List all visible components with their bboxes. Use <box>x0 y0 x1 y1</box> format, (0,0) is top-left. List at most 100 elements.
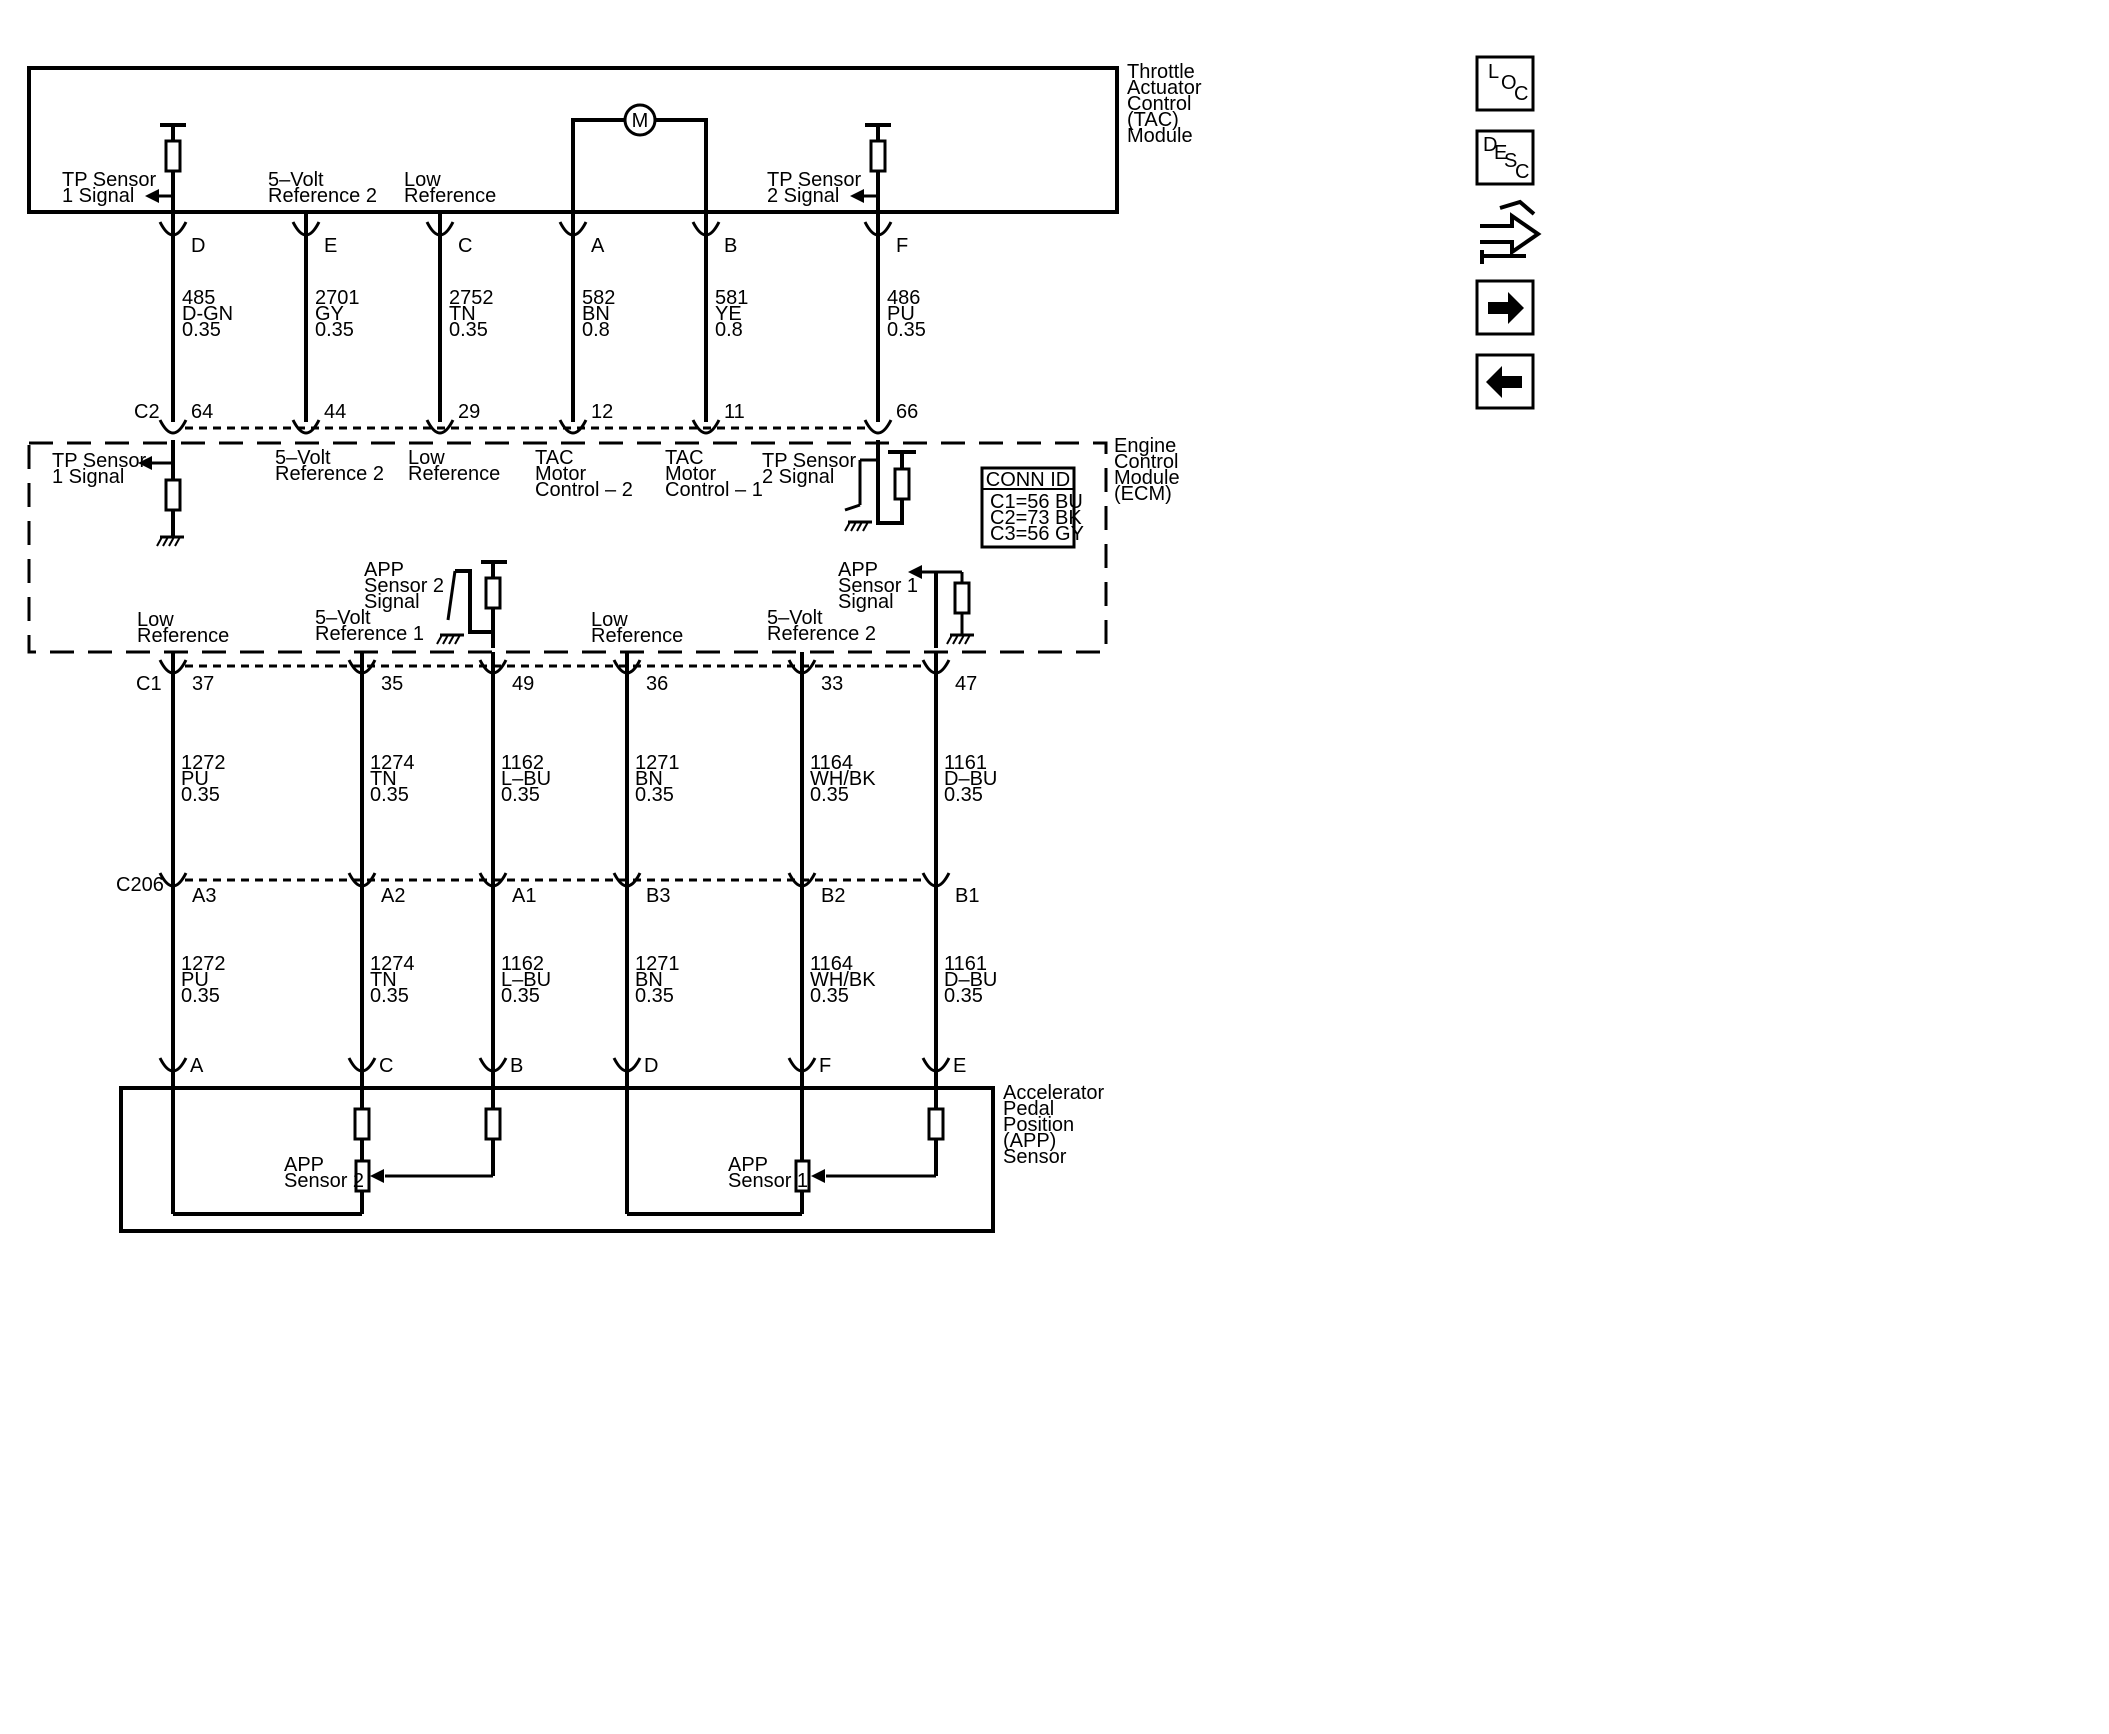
ecm-tac-motor-2-label: Control – 2 <box>535 479 633 501</box>
lower-wire-lower-label-4: 0.35 <box>810 985 849 1007</box>
c1-pin-33: 33 <box>821 673 843 695</box>
next-arrow-icon[interactable] <box>1475 279 1535 336</box>
motor-label: M <box>632 110 649 132</box>
ecm-tac-motor-1-label: Control – 1 <box>665 479 763 501</box>
upper-wire-label-0: D-GN <box>182 303 233 325</box>
upper-wire-label-5: 486 <box>887 287 920 309</box>
lower-wire-lower-label-0: PU <box>181 969 209 991</box>
c2-pin-66: 66 <box>896 401 918 423</box>
c1-pin-49: 49 <box>512 673 534 695</box>
conn-id-title: CONN ID <box>986 469 1070 491</box>
ecm-tac-motor-2-label: Motor <box>535 463 586 485</box>
ref-5v-2-label: Reference 2 <box>268 185 377 207</box>
upper-wire-label-5: 0.35 <box>887 319 926 341</box>
lower-wire-lower-label-3: 1271 <box>635 953 680 975</box>
tac-module-label: Throttle <box>1127 61 1195 83</box>
conn-id-row: C2=73 BK <box>990 507 1082 529</box>
lower-wire-upper-label-4: 1164 <box>810 752 853 774</box>
ecm-module-label: Control <box>1114 451 1178 473</box>
motor-wire-b <box>655 118 708 212</box>
ecm-tac-motor-1-label: Motor <box>665 463 716 485</box>
ecm-ref-5v-2-label: Reference 2 <box>275 463 384 485</box>
c206-pin-terminal <box>787 872 817 888</box>
app-sensor-1-label: APP <box>728 1154 768 1176</box>
tp-sensor-2-label: 2 Signal <box>767 185 839 207</box>
motor-wire-a <box>571 118 625 212</box>
ecm-low-reference-label: Reference <box>408 463 500 485</box>
ecm-ref-5v-2-label: 5–Volt <box>275 447 331 469</box>
tac-pin-C: C <box>458 235 472 257</box>
tac-pin-A: A <box>591 235 605 257</box>
svg-text:C: C <box>1515 161 1529 183</box>
back-arrow-icon[interactable] <box>1475 353 1535 410</box>
lower-wire-upper-label-5: 1161 <box>944 752 987 774</box>
ecm-module-box <box>27 441 1108 654</box>
tac-module-label: Control <box>1127 93 1191 115</box>
tac-module-label: Actuator <box>1127 77 1202 99</box>
c1-pin-35: 35 <box>381 673 403 695</box>
tp-tp1-signal-arrow <box>145 189 159 203</box>
lower-wire-upper-label-5: D–BU <box>944 768 997 790</box>
upper-wire-label-1: 0.35 <box>315 319 354 341</box>
tp-sensor-1-label: TP Sensor <box>62 169 156 191</box>
c2-pin-29: 29 <box>458 401 480 423</box>
svg-text:L: L <box>1488 61 1499 83</box>
app-sensor-module-label: Pedal <box>1003 1098 1054 1120</box>
c2-pin-terminal <box>863 419 893 435</box>
app-sensor-2-label: Sensor 2 <box>284 1170 364 1192</box>
svg-text:D: D <box>1483 134 1497 156</box>
c2-pin-44: 44 <box>324 401 346 423</box>
app-pin-terminal <box>921 1057 951 1073</box>
tp-tp2-signal-arrow <box>850 189 864 203</box>
lower-wire-upper-label-3: 0.35 <box>635 784 674 806</box>
lower-wire-upper-label-0: PU <box>181 768 209 790</box>
lower-wire-upper-label-1: 1274 <box>370 752 415 774</box>
app-pin-terminal <box>787 1057 817 1073</box>
lower-wire-lower-label-1: 0.35 <box>370 985 409 1007</box>
ecm-tp2-ground-icon <box>844 520 872 532</box>
c2-pin-terminal <box>158 419 188 435</box>
lower-wire-upper-label-4: WH/BK <box>810 768 876 790</box>
ecm-module-label: (ECM) <box>1114 483 1172 505</box>
ecm-tp-sensor-1-label: TP Sensor <box>52 450 146 472</box>
conn-id-row: C1=56 BU <box>990 491 1083 513</box>
c206-pin-B2: B2 <box>821 885 845 907</box>
ecm-app-sensor-1-label: Signal <box>838 591 894 613</box>
upper-wire-label-4: YE <box>715 303 742 325</box>
c206-pin-A1: A1 <box>512 885 536 907</box>
upper-wire-label-3: 582 <box>582 287 615 309</box>
lower-wire-lower-label-1: TN <box>370 969 397 991</box>
ecm-tac-motor-1-label: TAC <box>665 447 704 469</box>
connector-icon[interactable] <box>1480 199 1542 264</box>
ecm-tp1-ground-icon <box>156 535 184 547</box>
ecm-low-reference-label: Low <box>408 447 445 469</box>
app-pin-D: D <box>644 1055 658 1077</box>
app-pin-terminal <box>478 1057 508 1073</box>
c2-pin-terminal <box>558 419 588 435</box>
ecm-app1-arrow <box>908 565 922 579</box>
tp-tp1-resistor <box>164 139 182 173</box>
low-reference-label: Low <box>404 169 441 191</box>
ecm-app2-switch <box>446 570 457 621</box>
app-pin-F: F <box>819 1055 831 1077</box>
c2-pin-terminal <box>691 419 721 435</box>
app-sensor-2-label: APP <box>284 1154 324 1176</box>
conn-id-box <box>980 466 1076 549</box>
upper-wire-label-2: 2752 <box>449 287 494 309</box>
low-reference-label: Reference <box>404 185 496 207</box>
ref-5v-2-label: 5–Volt <box>268 169 324 191</box>
app1-wiper-arrow <box>811 1169 825 1183</box>
lower-wire-upper-label-1: 0.35 <box>370 784 409 806</box>
ecm-tp1-arrow <box>138 456 152 470</box>
app-pin-terminal <box>158 1057 188 1073</box>
lower-wire-upper-label-1: TN <box>370 768 397 790</box>
lower-wire-upper-label-4: 0.35 <box>810 784 849 806</box>
tac-module-label: (TAC) <box>1127 109 1179 131</box>
lower-wire-upper-label-3: 1271 <box>635 752 680 774</box>
app1-potentiometer <box>794 1159 811 1193</box>
lower-wire-upper-label-3: BN <box>635 768 663 790</box>
ecm-app-sensor-1-label: APP <box>838 559 878 581</box>
